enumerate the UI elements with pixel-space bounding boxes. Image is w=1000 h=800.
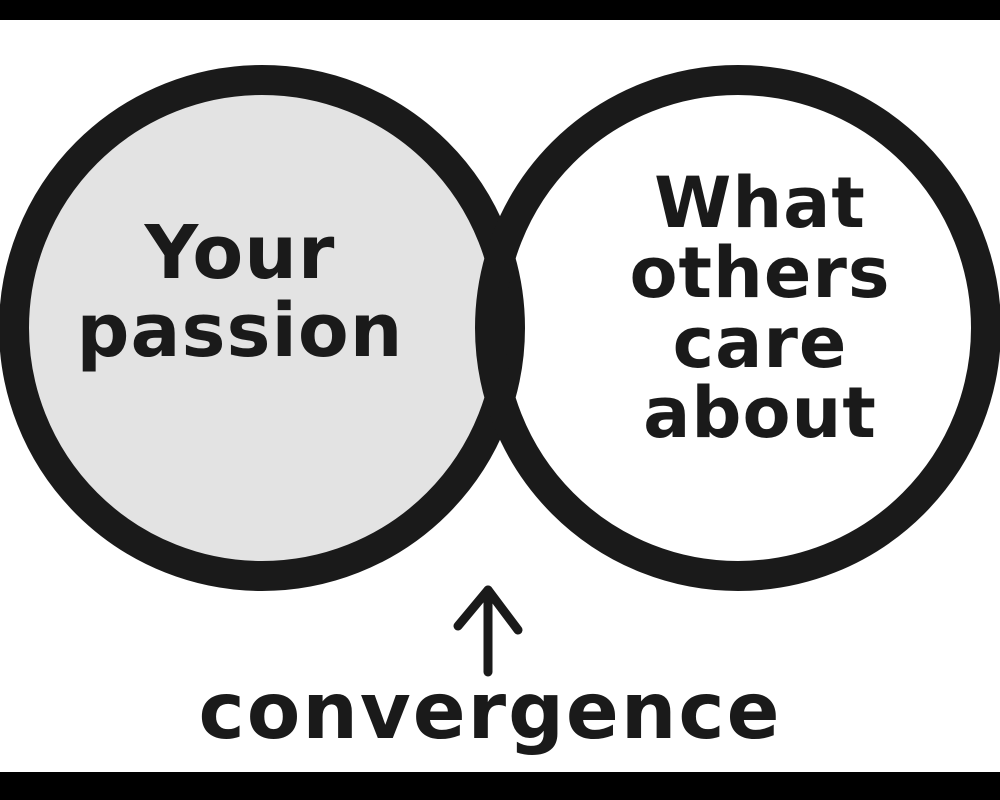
left-circle-fill [14, 80, 510, 576]
right-circle-fill [490, 80, 986, 576]
right-set-label-line4: about [643, 372, 877, 454]
left-set-label-line1: Your [144, 210, 336, 296]
intersection-label: convergence [198, 667, 782, 757]
right-set-label-line1: What [654, 162, 866, 244]
left-set-label-line2: passion [76, 287, 404, 374]
right-set-label-line3: care [672, 302, 848, 384]
right-set-label-line2: others [629, 232, 891, 314]
left-circle-outline [0, 65, 525, 591]
right-set-label: What others care about [585, 168, 935, 448]
right-circle-outline [475, 65, 1000, 591]
left-set-label: Your passion [50, 210, 430, 374]
arrow-up-icon [453, 585, 523, 677]
